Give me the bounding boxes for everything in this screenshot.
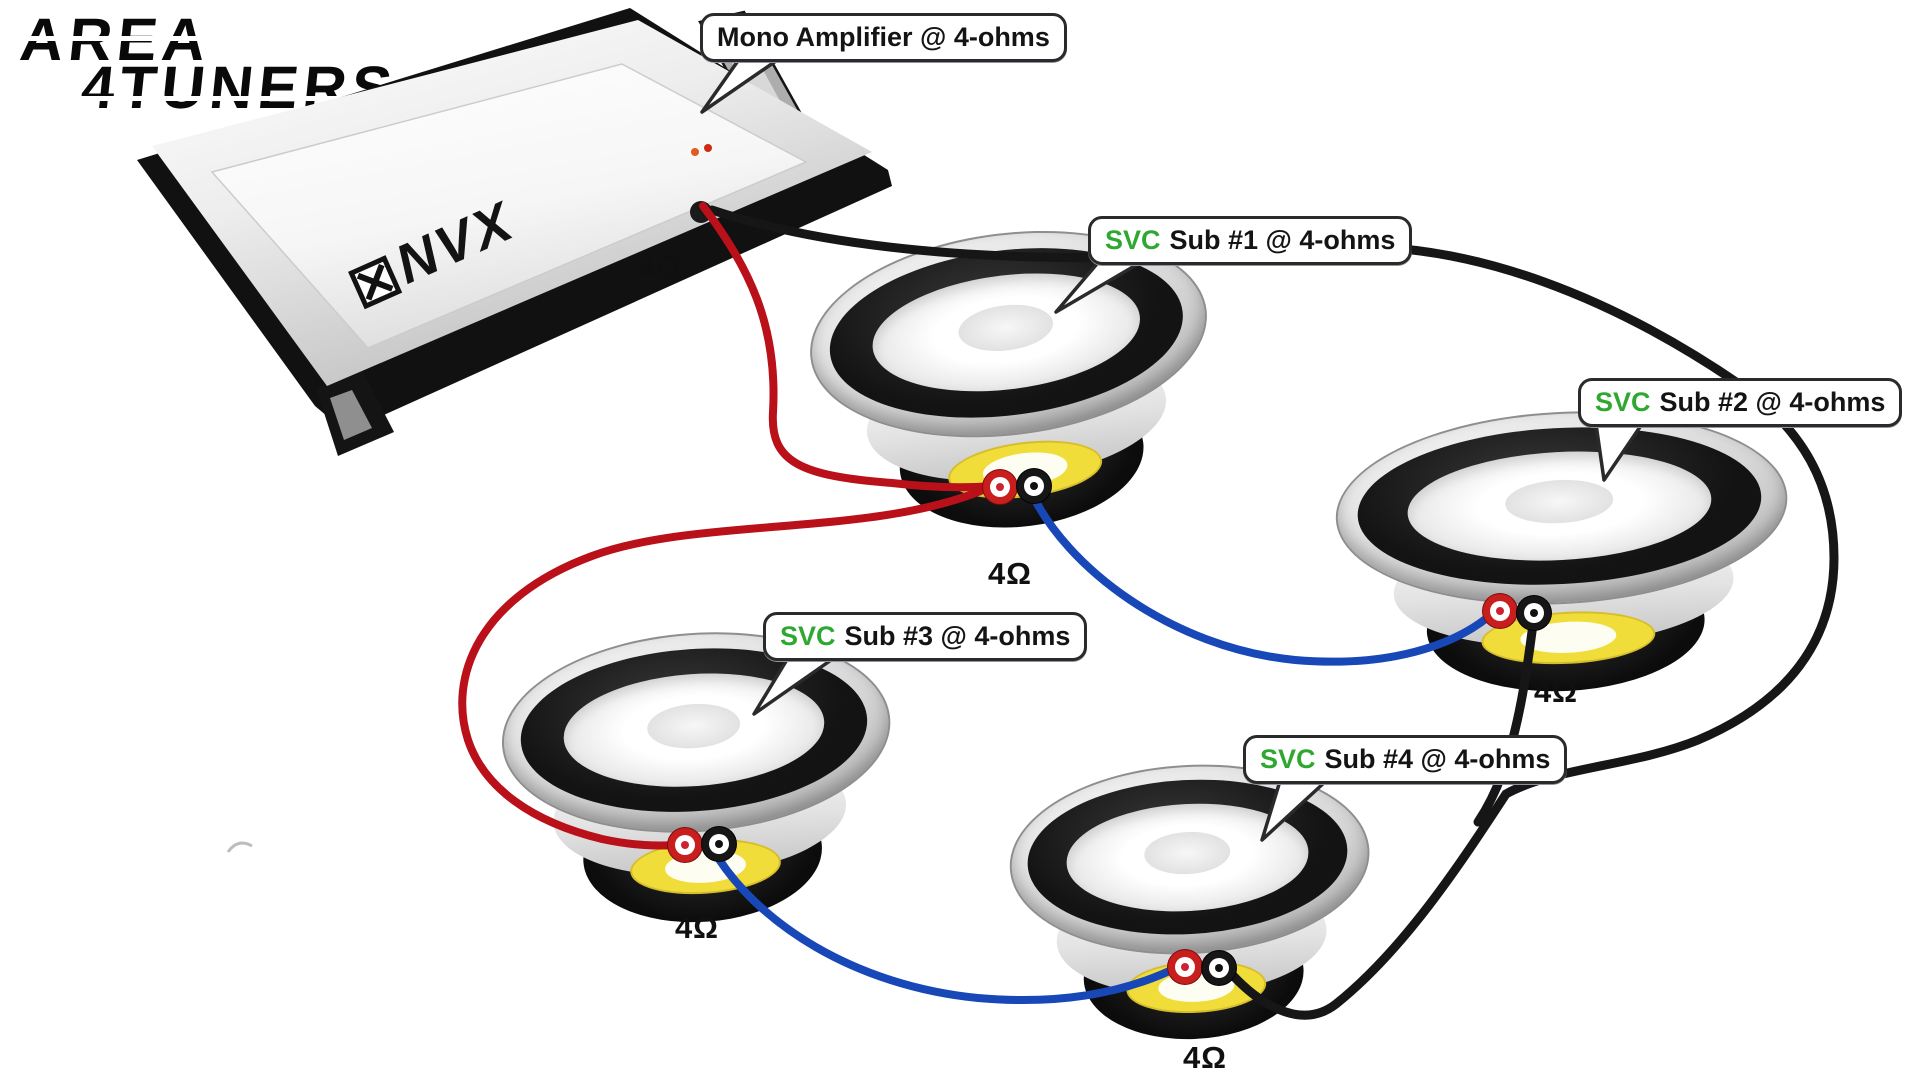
sub2-positive-terminal [1483, 594, 1517, 628]
amp-led-indicator [691, 148, 699, 156]
sub3-callout: SVC Sub #3 @ 4-ohms [763, 612, 1088, 661]
amp-foot [316, 370, 394, 456]
nvx-box-x-icon [356, 272, 394, 292]
svc-badge: SVC [1105, 225, 1161, 255]
nvx-box-x-icon [348, 255, 403, 310]
sub3-negative-terminal [702, 827, 736, 861]
smudge-mark [226, 841, 253, 853]
amp-callout-label: Mono Amplifier @ 4-ohms [717, 22, 1050, 52]
subwoofer-3 [495, 619, 900, 941]
sub3-impedance-label: 4Ω [674, 910, 720, 945]
logo-stencil-slit [74, 96, 385, 101]
sub3-callout-label: Sub #3 @ 4-ohms [844, 621, 1071, 651]
sub3-positive-terminal [668, 828, 702, 862]
sub4-impedance-label: 4Ω [1182, 1040, 1228, 1075]
subwoofer-2 [1330, 400, 1793, 708]
amp-brand-text: NVX [386, 189, 523, 295]
logo-stencil-slit [16, 36, 287, 41]
subwoofer-4 [1004, 755, 1375, 1054]
svc-badge: SVC [1595, 387, 1651, 417]
sub2-impedance-label: 4Ω [1533, 674, 1579, 709]
nvx-box-x-icon [365, 263, 385, 301]
amp-callout: Mono Amplifier @ 4-ohms [700, 13, 1067, 62]
brand-logo: AREA 4TUNERS [12, 6, 404, 121]
sub4-callout: SVC Sub #4 @ 4-ohms [1243, 735, 1568, 784]
sub2-callout-label: Sub #2 @ 4-ohms [1659, 387, 1886, 417]
sub1-impedance-label: 4Ω [987, 556, 1033, 591]
amp-brand-logo: NVX [348, 189, 524, 310]
sub4-negative-terminal [1202, 951, 1236, 985]
amp-speaker-output-terminal [690, 201, 712, 223]
amp-foot-highlight [330, 390, 372, 440]
sub2-negative-terminal [1517, 596, 1551, 630]
sub1-negative-terminal [1017, 469, 1051, 503]
amp-callout-tail [700, 52, 788, 114]
amp-led-indicator [704, 144, 712, 152]
svc-badge: SVC [780, 621, 836, 651]
svc-badge: SVC [1260, 744, 1316, 774]
brand-logo-line2: 4TUNERS [78, 54, 401, 121]
sub2-callout: SVC Sub #2 @ 4-ohms [1578, 378, 1903, 427]
sub4-positive-terminal [1168, 950, 1202, 984]
sub1-callout-label: Sub #1 @ 4-ohms [1169, 225, 1396, 255]
sub1-positive-terminal [983, 470, 1017, 504]
amp-impedance-label: 4Ω [637, 250, 683, 285]
sub1-callout: SVC Sub #1 @ 4-ohms [1088, 216, 1413, 265]
sub4-callout-label: Sub #4 @ 4-ohms [1324, 744, 1551, 774]
